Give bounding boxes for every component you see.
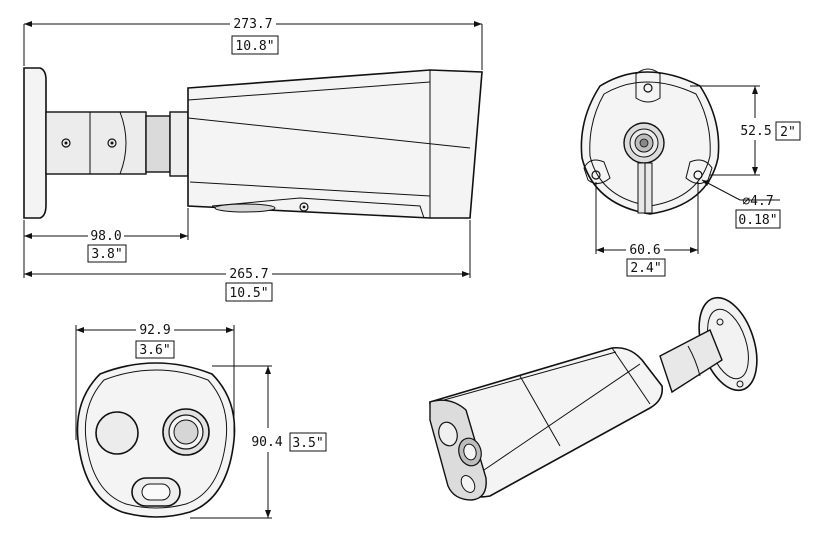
side-arm [45,111,147,175]
dim-front-height-in: 3.5" [292,436,323,451]
dim-body-length: 265.7 10.5" [23,220,471,302]
dim-hole-spacing-mm: 60.6 [629,243,660,258]
perspective-view [429,296,758,501]
dim-mount-offset-in: 3.8" [91,247,122,262]
mount-base-view [580,68,720,215]
dim-mount-offset-mm: 98.0 [90,229,121,244]
screw-hole-icon [693,170,703,180]
screw-hole-icon [591,170,601,180]
dim-front-width-mm: 92.9 [139,323,170,338]
dim-front-height: 90.4 3.5" [190,365,327,519]
screw-icon [61,138,71,148]
screw-icon [107,138,117,148]
dim-total-length-mm: 273.7 [233,17,272,32]
screw-hole-icon [643,83,653,93]
dim-total-length-in: 10.8" [235,39,274,54]
dim-hole-diameter-in: 0.18" [738,213,777,228]
side-view [23,67,483,219]
dim-mount-height-in: 2" [780,125,796,140]
dim-front-width-in: 3.6" [139,343,170,358]
screw-icon [299,202,309,212]
side-wall-plate [23,67,47,219]
dim-mount-offset: 98.0 3.8" [23,208,189,263]
dim-mount-height-mm: 52.5 [740,124,771,139]
dim-front-width: 92.9 3.6" [75,323,235,440]
front-view [76,362,236,518]
dim-body-length-in: 10.5" [229,286,268,301]
dim-hole-spacing: 60.6 2.4" [595,182,699,277]
dim-hole-diameter-mm: ⌀4.7 [742,194,773,209]
dim-total-length: 273.7 10.8" [23,17,483,70]
dim-front-height-mm: 90.4 [251,435,282,450]
side-camera-body [187,69,483,219]
dim-mount-height: 52.5 2" [690,85,801,176]
front-face-outline [76,362,236,518]
dim-hole-spacing-in: 2.4" [630,261,661,276]
lens-left-icon [95,411,139,455]
perspective-arm [659,329,723,394]
dim-hole-diameter: ⌀4.7 0.18" [701,179,781,229]
dim-body-length-mm: 265.7 [229,267,268,282]
side-joint [145,115,171,173]
